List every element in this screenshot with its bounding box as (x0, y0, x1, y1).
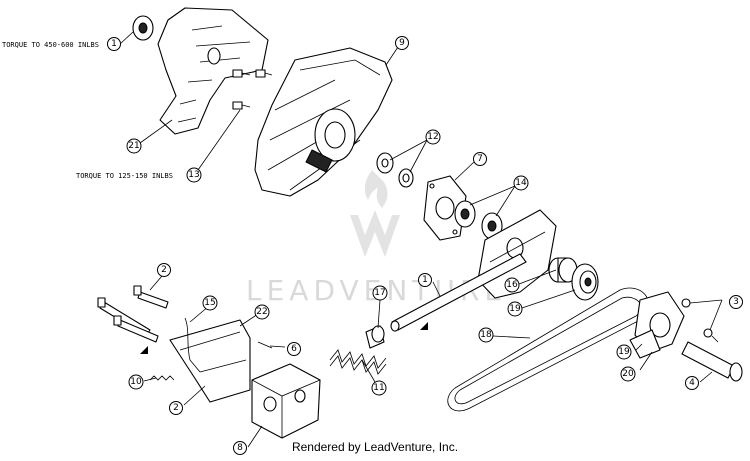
callout-22: 22 (254, 304, 270, 320)
callout-16: 16 (504, 277, 520, 293)
part-4-bolt (681, 341, 743, 382)
svg-text:3: 3 (733, 297, 739, 307)
a-marker (140, 322, 428, 354)
svg-text:1: 1 (111, 39, 117, 49)
svg-text:6: 6 (291, 344, 297, 354)
part-18-belt (447, 287, 649, 412)
callout-2-lower: 2 (169, 401, 183, 415)
callout-17: 17 (372, 285, 388, 301)
callout-8: 8 (233, 441, 247, 455)
callout-6: 6 (287, 342, 301, 356)
callout-21: 21 (126, 138, 142, 154)
torque-note-bolt: TORQUE TO 125-150 INLBS (76, 172, 173, 180)
part-2-bolts-upper (97, 285, 169, 343)
svg-text:13: 13 (188, 170, 199, 180)
part-3-bolts (681, 298, 719, 343)
callout-3: 3 (729, 295, 743, 309)
part-10-spring (149, 375, 175, 381)
part-1-shaft (390, 253, 527, 332)
callout-19-lower: 19 (616, 344, 632, 360)
part-12-washers (376, 152, 414, 188)
callout-2-upper: 2 (157, 263, 171, 277)
part-22-bracket (169, 319, 251, 403)
part-8-block (251, 363, 321, 439)
svg-text:19: 19 (509, 304, 521, 314)
callout-18: 18 (478, 327, 494, 343)
part-5-nut (132, 15, 154, 41)
svg-text:9: 9 (399, 38, 405, 48)
svg-text:20: 20 (622, 369, 634, 379)
svg-text:16: 16 (506, 280, 518, 290)
callout-7: 7 (473, 152, 487, 166)
callout-14: 14 (513, 175, 529, 191)
callout-19-upper: 19 (507, 301, 523, 317)
part-15-lever (184, 317, 201, 373)
callout-10: 10 (128, 374, 144, 390)
svg-text:18: 18 (480, 330, 492, 340)
svg-text:11: 11 (373, 383, 384, 393)
svg-text:21: 21 (128, 141, 139, 151)
part-11-spring (329, 349, 387, 375)
callout-12: 12 (425, 129, 441, 145)
callout-15: 15 (202, 295, 218, 311)
svg-text:22: 22 (256, 307, 267, 317)
svg-text:15: 15 (204, 298, 215, 308)
svg-text:7: 7 (477, 154, 483, 164)
torque-note-nut: TORQUE TO 450-600 INLBS (2, 41, 99, 49)
callout-13: 13 (186, 167, 202, 183)
part-14-bearings (454, 200, 503, 240)
callout-20: 20 (620, 366, 636, 382)
part-7-flange (423, 175, 467, 241)
callout-1: 1 (418, 273, 432, 287)
svg-text:12: 12 (427, 132, 438, 142)
svg-text:4: 4 (689, 378, 695, 388)
part-19-pulley (571, 263, 599, 301)
callout-4: 4 (685, 376, 699, 390)
footer-credit: Rendered by LeadVenture, Inc. (291, 440, 459, 454)
part-19-hub (629, 329, 661, 359)
part-13-bolts (232, 69, 273, 110)
svg-text:8: 8 (237, 443, 243, 453)
part-6-pin (257, 341, 273, 349)
svg-text:1: 1 (422, 275, 428, 285)
svg-text:2: 2 (173, 403, 179, 413)
svg-text:19: 19 (618, 347, 630, 357)
part-17-bushing (365, 325, 385, 349)
svg-text:2: 2 (161, 265, 167, 275)
part-9-guard (254, 47, 393, 197)
svg-text:17: 17 (374, 288, 385, 298)
svg-text:14: 14 (515, 178, 527, 188)
part-21-blade (157, 7, 269, 135)
svg-text:10: 10 (130, 377, 142, 387)
callout-5: 1 (107, 37, 121, 51)
callout-9: 9 (395, 36, 409, 50)
leader-lines (119, 31, 723, 448)
callout-11: 11 (371, 380, 387, 396)
